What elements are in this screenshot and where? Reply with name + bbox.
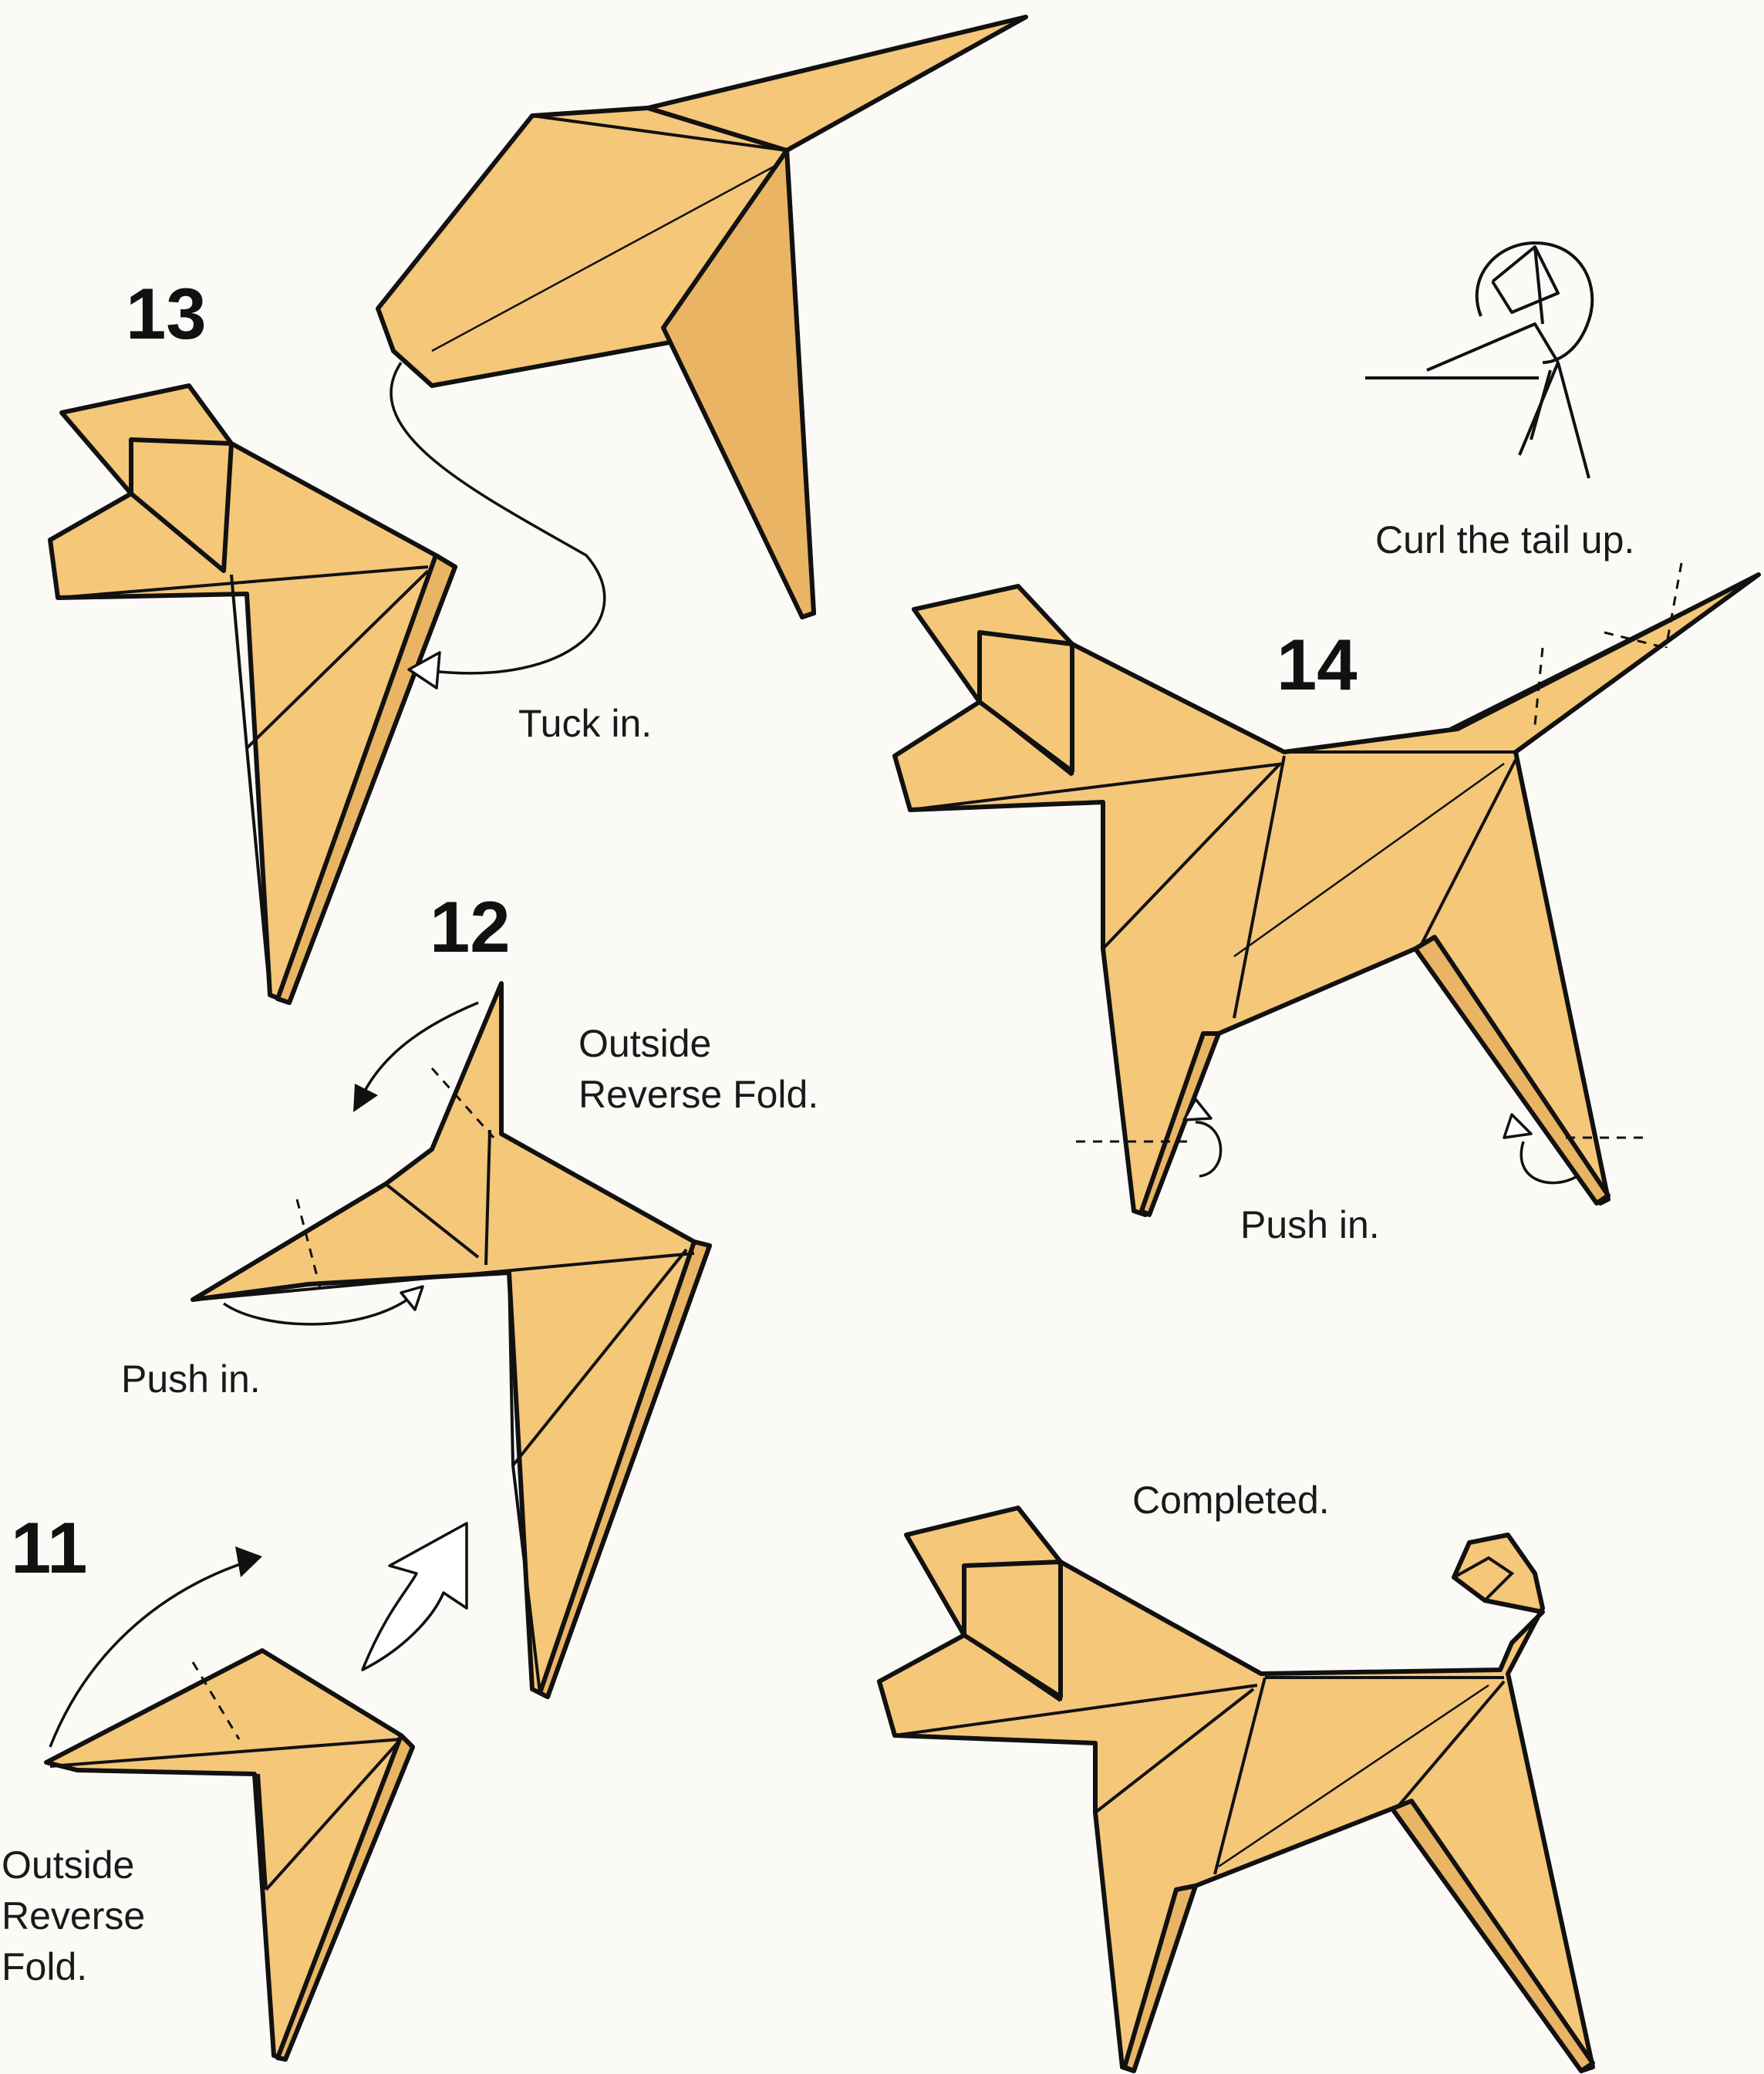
tail-curl-detail — [1365, 243, 1592, 478]
instruction-line: Outside — [2, 1840, 145, 1890]
completed-label: Completed. — [1132, 1475, 1330, 1526]
step-12-push-note: Push in. — [121, 1354, 261, 1405]
step-number-12: 12 — [430, 891, 511, 963]
instruction-line: Reverse — [2, 1890, 145, 1941]
step-13-dog — [50, 386, 455, 1003]
tail-curl-note: Curl the tail up. — [1375, 514, 1634, 565]
instruction-line: Push in. — [1240, 1199, 1380, 1250]
push-in-arrow-front — [1196, 1122, 1221, 1176]
completed-figure — [879, 1508, 1593, 2071]
step-14-instruction: Push in. — [1240, 1199, 1380, 1250]
instruction-line: Tuck in. — [518, 698, 652, 749]
instruction-line: Outside — [578, 1018, 818, 1069]
step-number-11: 11 — [11, 1512, 87, 1584]
step-13-head-piece — [378, 17, 1026, 617]
instruction-line: Reverse Fold. — [578, 1069, 818, 1120]
step-13-figure — [50, 17, 1026, 1003]
step-number-13: 13 — [126, 278, 207, 350]
step-number-14: 14 — [1277, 629, 1358, 701]
step-12-instruction: Outside Reverse Fold. — [578, 1018, 818, 1120]
instruction-line: Fold. — [2, 1941, 145, 1992]
next-step-arrow-icon — [363, 1523, 467, 1670]
push-in-arrow — [224, 1296, 413, 1324]
step-13-instruction: Tuck in. — [518, 698, 652, 749]
step-11-instruction: Outside Reverse Fold. — [2, 1840, 145, 1992]
